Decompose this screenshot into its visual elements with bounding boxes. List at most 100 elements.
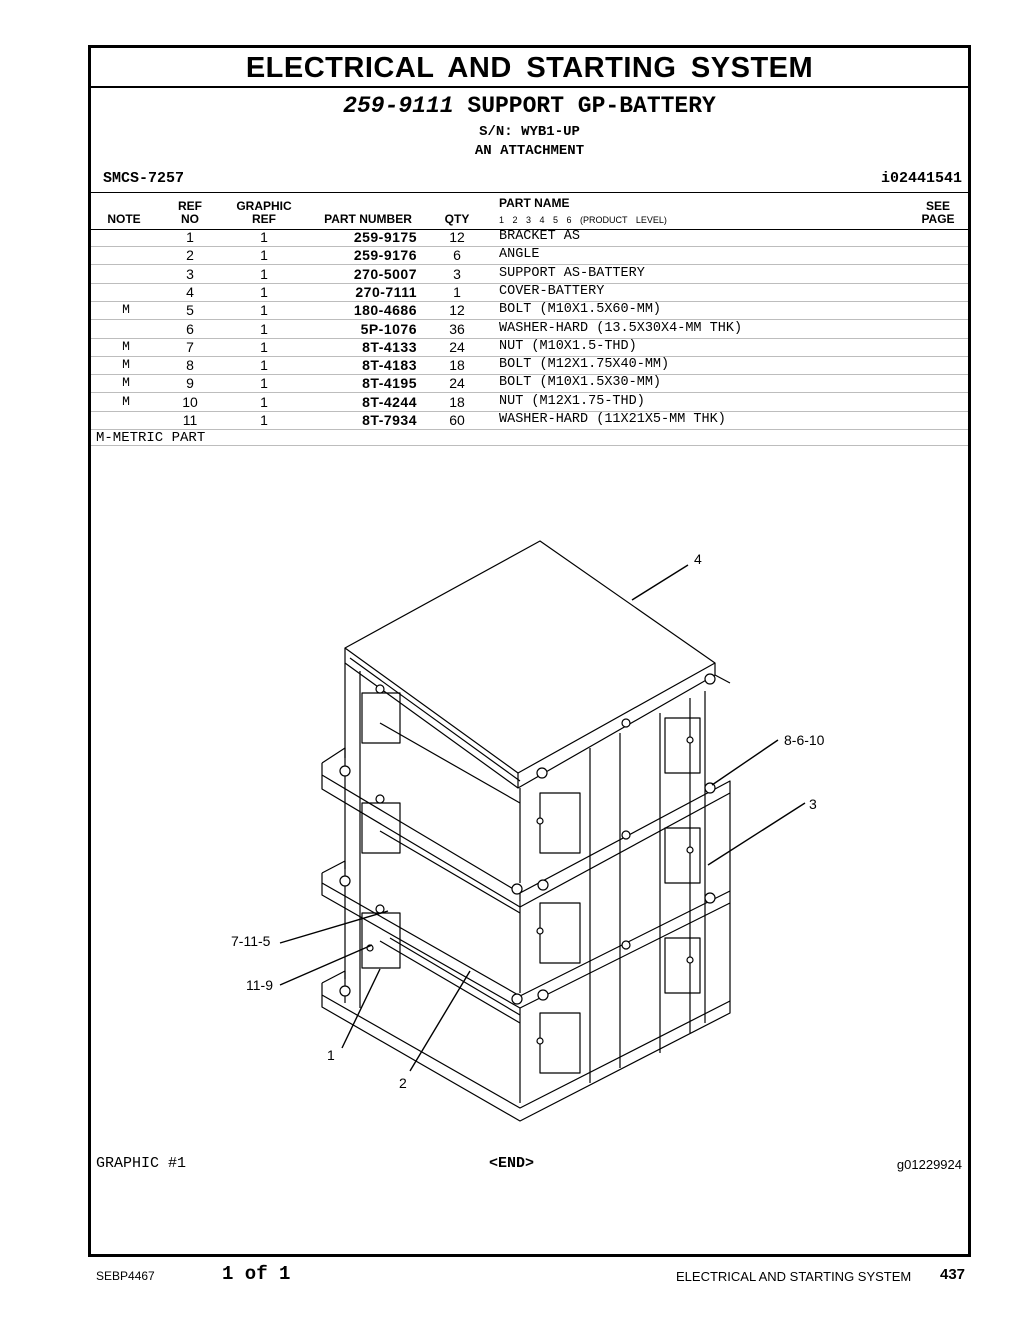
row-qty: 18 [449, 393, 465, 410]
row-part-number: 8T-4133 [362, 338, 417, 355]
row-qty: 24 [449, 375, 465, 392]
row-ref-no: 6 [186, 320, 194, 337]
row-part-name: BOLT (M10X1.5X60-MM) [499, 302, 662, 318]
row-graphic-ref: 1 [260, 320, 268, 337]
callout-11-9: 11-9 [246, 977, 273, 993]
row-graphic-ref: 1 [260, 412, 268, 428]
row-part-number: 8T-4183 [362, 357, 417, 374]
row-ref-no: 9 [186, 375, 194, 392]
callout-7-11-5: 7-11-5 [231, 933, 271, 949]
row-qty: 3 [453, 265, 461, 282]
row-part-name: BOLT (M10X1.5X30-MM) [499, 375, 662, 391]
row-ref-no: 4 [186, 283, 194, 300]
row-qty: 1 [453, 283, 461, 300]
battery-cover [344, 540, 716, 789]
corner-posts [344, 663, 706, 1083]
callout-labels: 4 8-6-10 3 7-11-5 11-9 1 2 [231, 551, 825, 1091]
page-frame: ELECTRICAL AND STARTING SYSTEM 259-9111 … [88, 45, 971, 1257]
row-part-name: COVER-BATTERY [499, 283, 605, 299]
row-qty: 12 [449, 302, 465, 319]
table-row: 4 1 270-7111 1 COVER-BATTERY [91, 283, 968, 302]
product-levels: 1 2 3 4 5 6 (PRODUCT LEVEL) [499, 215, 667, 225]
table-end-rule [91, 445, 968, 446]
section-title: ELECTRICAL AND STARTING SYSTEM [91, 48, 968, 88]
row-note: M [122, 302, 130, 318]
exploded-view-drawing: 4 8-6-10 3 7-11-5 11-9 1 2 [231, 540, 825, 1122]
row-ref-no: 10 [182, 393, 198, 410]
row-note: M [122, 338, 130, 354]
row-part-name: BOLT (M12X1.75X40-MM) [499, 357, 670, 373]
col-gref-1: GRAPHIC [236, 199, 292, 213]
callout-1: 1 [327, 1047, 335, 1063]
col-see-2: PAGE [921, 212, 955, 226]
row-ref-no: 8 [186, 357, 194, 374]
row-graphic-ref: 1 [260, 375, 268, 392]
document-ident: i02441541 [880, 170, 962, 187]
col-part-name: PART NAME [499, 196, 570, 210]
row-part-number: 270-5007 [353, 265, 417, 282]
row-part-number: 8T-4195 [362, 375, 417, 392]
footer-section-title: ELECTRICAL AND STARTING SYSTEM [676, 1269, 912, 1284]
row-part-number: 259-9176 [353, 247, 417, 264]
graphic-label: GRAPHIC #1 [96, 1155, 187, 1172]
col-qty: QTY [444, 212, 470, 226]
col-ref-2: NO [181, 212, 199, 226]
group-number: 259-9111 [343, 93, 454, 119]
row-note: M [122, 375, 130, 391]
row-qty: 60 [449, 412, 465, 428]
table-row: M 9 1 8T-4195 24 BOLT (M10X1.5X30-MM) [91, 374, 968, 394]
row-part-name: WASHER-HARD (11X21X5-MM THK) [499, 412, 726, 427]
row-graphic-ref: 1 [260, 265, 268, 282]
row-qty: 12 [449, 229, 465, 245]
row-qty: 6 [453, 247, 461, 264]
metric-footnote: M-METRIC PART [96, 430, 206, 446]
bolts [339, 673, 716, 1045]
row-part-name: NUT (M10X1.5-THD) [499, 338, 637, 354]
row-part-name: WASHER-HARD (13.5X30X4-MM THK) [499, 320, 743, 336]
row-ref-no: 1 [186, 229, 194, 245]
row-ref-no: 7 [186, 338, 194, 355]
callout-3: 3 [809, 796, 817, 812]
row-graphic-ref: 1 [260, 283, 268, 300]
callout-2: 2 [399, 1075, 407, 1091]
table-row: 6 1 5P-1076 36 WASHER-HARD (13.5X30X4-MM THK… [91, 320, 968, 339]
support-tier-bottom [321, 903, 731, 1122]
row-part-name: SUPPORT AS-BATTERY [499, 265, 645, 281]
col-see-1: SEE [925, 199, 950, 213]
angles [379, 722, 521, 1024]
footer-doc-number: SEBP4467 [96, 1269, 155, 1283]
row-part-number: 270-7111 [355, 283, 417, 300]
row-qty: 36 [449, 320, 465, 337]
col-note: NOTE [107, 212, 141, 226]
row-graphic-ref: 1 [260, 393, 268, 410]
row-graphic-ref: 1 [260, 247, 268, 264]
smcs-code: SMCS-7257 [103, 170, 185, 187]
footer-page-number: 437 [940, 1266, 966, 1283]
row-part-number: 8T-4244 [362, 393, 417, 410]
attachment-label: AN ATTACHMENT [474, 143, 585, 159]
row-graphic-ref: 1 [260, 229, 268, 245]
table-header: NOTE REF NO GRAPHIC REF PART NUMBER QTY … [91, 192, 968, 230]
row-part-number: 180-4686 [353, 302, 417, 319]
row-note: M [122, 357, 130, 373]
row-graphic-ref: 1 [260, 357, 268, 374]
row-part-name: ANGLE [499, 247, 540, 263]
row-ref-no: 5 [186, 302, 194, 319]
row-part-number: 8T-7934 [362, 412, 417, 428]
row-part-number: 5P-1076 [360, 320, 417, 337]
row-qty: 18 [449, 357, 465, 374]
col-ref-1: REF [178, 199, 202, 213]
row-ref-no: 3 [186, 265, 194, 282]
row-ref-no: 11 [182, 412, 198, 428]
serial-number: S/N: WYB1-UP [479, 124, 580, 140]
graphic-id: g01229924 [896, 1157, 962, 1172]
table-row: 3 1 270-5007 3 SUPPORT AS-BATTERY [91, 265, 968, 284]
row-part-name: BRACKET AS [499, 229, 581, 244]
row-part-name: NUT (M12X1.75-THD) [499, 393, 645, 409]
